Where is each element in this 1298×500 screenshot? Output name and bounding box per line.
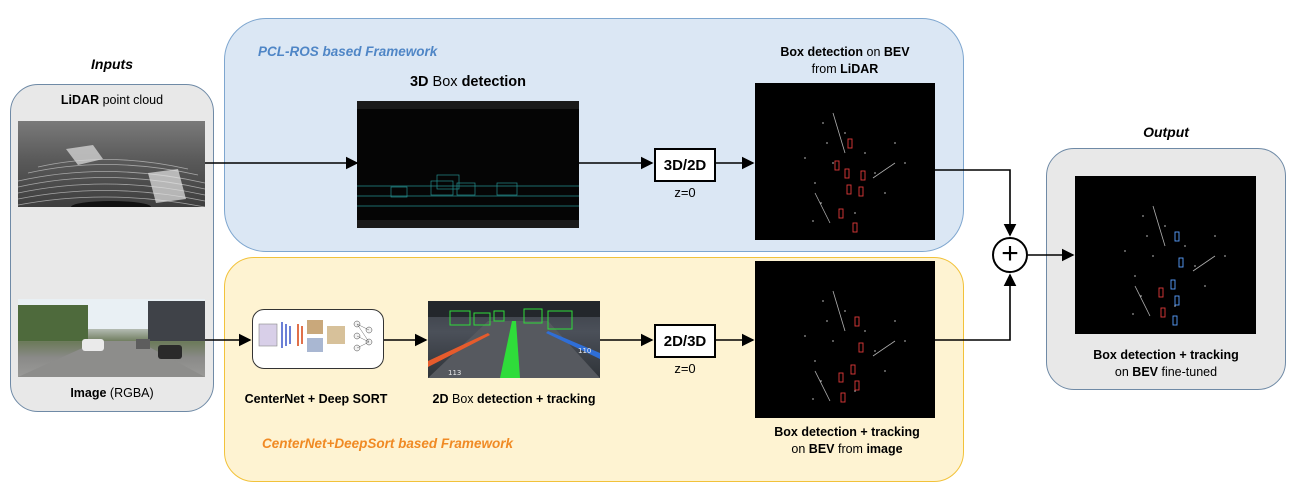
pcl-z-label: z=0 — [674, 185, 696, 200]
tick-label-110: 110 — [578, 347, 591, 355]
output-caption-line2: on BEV fine-tuned — [1114, 365, 1218, 379]
pcl-framework-title: PCL-ROS based Framework — [258, 44, 438, 59]
2d-detection-tracking-image: 113 110 — [428, 301, 600, 378]
output-title: Output — [1143, 124, 1189, 140]
cn-z-label: z=0 — [674, 361, 696, 376]
cn-bev-title-line1: Box detection + tracking — [774, 425, 920, 439]
centernet-framework-title: CenterNet+DeepSort based Framework — [262, 436, 513, 451]
3d-to-2d-converter: 3D/2D — [654, 148, 716, 182]
fused-bev-output-image — [1075, 176, 1256, 334]
cn-detection-label: 2D Box detection + tracking — [432, 392, 596, 406]
cn-bev-title-line2: on BEV from image — [791, 442, 903, 456]
bev-from-image — [755, 261, 935, 418]
3d-box-detection-image — [357, 101, 579, 228]
pcl-bev-title-line2: from LiDAR — [811, 62, 879, 76]
arrow-bev-top-to-fusion — [935, 169, 1017, 237]
fusion-plus-icon: + — [992, 237, 1028, 273]
image-input-label: Image (RGBA) — [70, 386, 154, 400]
centernet-deepsort-model-box — [252, 309, 384, 369]
centernet-model-label: CenterNet + Deep SORT — [244, 392, 388, 406]
inputs-title: Inputs — [91, 56, 133, 72]
tick-label-113: 113 — [448, 369, 461, 377]
arrow-bev-bottom-to-fusion — [935, 273, 1017, 341]
lidar-input-label: LiDAR point cloud — [60, 93, 164, 107]
pcl-detection-label: 3D Box detection — [409, 74, 527, 90]
pcl-bev-title-line1: Box detection on BEV — [780, 45, 910, 59]
output-caption-line1: Box detection + tracking — [1093, 348, 1239, 362]
camera-image — [18, 299, 205, 377]
bev-from-lidar-image — [755, 83, 935, 240]
2d-to-3d-converter: 2D/3D — [654, 324, 716, 358]
